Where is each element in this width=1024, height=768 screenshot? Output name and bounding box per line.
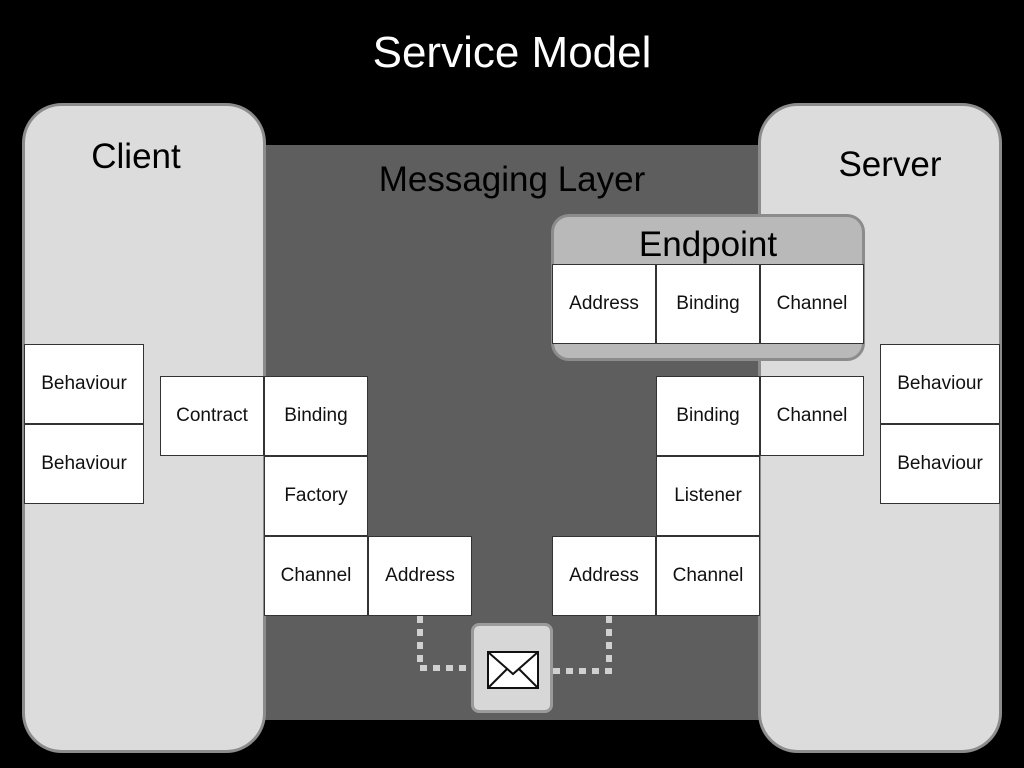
endpoint-channel-box: Channel — [760, 264, 864, 344]
server-binding-box: Binding — [656, 376, 760, 456]
server-behaviour-box: Behaviour — [880, 424, 1000, 504]
client-factory-box: Factory — [264, 456, 368, 536]
slide-title: Service Model — [372, 28, 652, 77]
messaging-layer-label: Messaging Layer — [378, 160, 646, 199]
server-behaviour-box: Behaviour — [880, 344, 1000, 424]
client-behaviour-box: Behaviour — [24, 424, 144, 504]
server-listener-box: Listener — [656, 456, 760, 536]
server-connector-line — [553, 616, 612, 674]
server-channel-top-box: Channel — [760, 376, 864, 456]
client-address-box: Address — [368, 536, 472, 616]
server-channel-box: Channel — [656, 536, 760, 616]
endpoint-binding-box: Binding — [656, 264, 760, 344]
client-connector-line — [417, 616, 472, 671]
client-label: Client — [91, 137, 181, 176]
client-binding-box: Binding — [264, 376, 368, 456]
server-label: Server — [838, 145, 942, 184]
client-channel-box: Channel — [264, 536, 368, 616]
client-behaviour-box: Behaviour — [24, 344, 144, 424]
endpoint-address-box: Address — [552, 264, 656, 344]
envelope-icon — [487, 651, 539, 689]
message-box — [471, 623, 553, 713]
server-address-box: Address — [552, 536, 656, 616]
client-contract-box: Contract — [160, 376, 264, 456]
endpoint-label: Endpoint — [638, 225, 778, 264]
